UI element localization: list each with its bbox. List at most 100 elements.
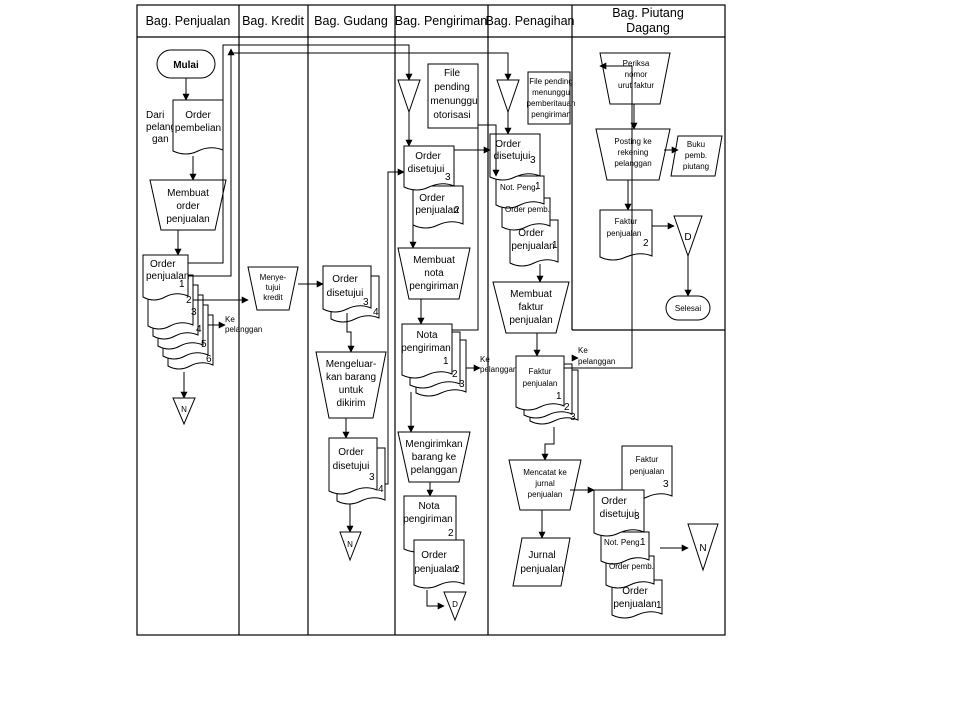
- penagihan-order-penjualan-document: [509, 219, 559, 267]
- lane-title-gudang: Bag. Gudang: [314, 14, 388, 28]
- menyetujui-kredit-line1: Menye-: [260, 273, 287, 282]
- menyetujui-kredit-line3: kredit: [263, 293, 283, 302]
- lane-title-pengiriman: Bag. Pengiriman: [395, 14, 487, 28]
- jurnal-penjualan-ledger: [512, 537, 571, 587]
- penagihan-order-disetujui-line2: disetujui: [494, 151, 531, 162]
- mengirimkan-line1: Mengirimkan: [405, 439, 462, 450]
- penagihan-order-disetujui-copy: 3: [530, 155, 536, 166]
- gudang-order-line2: disetujui: [327, 288, 364, 299]
- buku-line2: pemb.: [685, 151, 707, 160]
- gudang-order2-line1: Order: [338, 447, 364, 458]
- gudang-order2-line2: disetujui: [333, 461, 370, 472]
- order-copy-label-2: 2: [186, 295, 192, 306]
- mengeluarkan-line1: Mengeluar-: [326, 359, 377, 370]
- mencatat-line3: penjualan: [528, 490, 563, 499]
- source-label-line2: pelang-: [146, 122, 179, 133]
- penagihan-order2-line1: Order: [601, 496, 627, 507]
- penagihan-not-peng-copy: 1: [535, 181, 541, 192]
- pengiriman-order-penjualan-document: [412, 185, 464, 229]
- lane-headers: Bag. Penjualan Bag. Kredit Bag. Gudang B…: [146, 6, 684, 35]
- file-pending-pengiriman: [496, 79, 520, 114]
- flow-top-line-to-penagihan: [230, 49, 512, 81]
- flow-gudang-order-to-process: [346, 313, 355, 353]
- order2-line1: Order: [421, 550, 447, 561]
- posting-rekening-process: [595, 128, 671, 181]
- periksa-line1: Periksa: [623, 59, 650, 68]
- periksa-line2: nomor: [625, 70, 648, 79]
- membuat-nota-line1: Membuat: [413, 255, 455, 266]
- membuat-faktur-line1: Membuat: [510, 289, 552, 300]
- penagihan-order3-copy: 1: [656, 600, 662, 611]
- order-pembelian-line1: Order: [185, 110, 211, 121]
- penagihan-not-peng2-document: [600, 531, 650, 565]
- flow-penjualan-to-file-pengiriman: [188, 44, 413, 264]
- file-n-gudang-letter: N: [347, 540, 353, 549]
- penagihan-not-peng2-copy: 1: [640, 537, 646, 548]
- lane-kredit: Menye- tujui kredit: [247, 266, 299, 311]
- source-label-line3: gan: [152, 134, 169, 145]
- nota2-line2: pengiriman: [403, 514, 452, 525]
- penagihan-order3-line2: penjualan: [613, 599, 656, 610]
- file-pending-otorisasi-line4: otorisasi: [433, 110, 470, 121]
- gudang-order-copy-b: 4: [373, 307, 379, 318]
- pengiriman-ke-pelanggan-line2: pelanggan: [480, 365, 517, 374]
- order2-document: [413, 539, 465, 589]
- nota-copy-label-1: 1: [443, 356, 449, 367]
- nota-copy-label-2: 2: [452, 369, 458, 380]
- jurnal-line2: penjualan: [520, 564, 563, 575]
- order2-copy: 2: [454, 564, 460, 575]
- faktur2-copy: 3: [663, 479, 669, 490]
- membuat-order-line3: penjualan: [166, 214, 209, 225]
- file-n-penagihan-letter: N: [699, 543, 706, 554]
- penagihan-order3-document: [611, 579, 663, 619]
- order-penjualan-document: [142, 254, 189, 301]
- posting-line2: rekening: [618, 148, 649, 157]
- penagihan-order2-line2: disetujui: [600, 509, 637, 520]
- penagihan-order-disetujui-line1: Order: [495, 139, 521, 150]
- posting-line3: pelanggan: [614, 159, 651, 168]
- pengiriman-order-penjualan-copy: 2: [454, 205, 460, 216]
- lane-title-penagihan: Bag. Penagihan: [486, 14, 575, 28]
- periksa-line3: urut faktur: [618, 81, 654, 90]
- connectors: [174, 44, 692, 610]
- file-pending-pengiriman-line1: File pending: [529, 77, 573, 86]
- flow-order2-to-file-d: [426, 590, 445, 610]
- membuat-faktur-process: [492, 281, 570, 334]
- penagihan-order-penjualan-line1: Order: [518, 228, 544, 239]
- mencatat-line1: Mencatat ke: [523, 468, 567, 477]
- gudang-order-copy-a: 3: [363, 297, 369, 308]
- nota2-copy: 2: [448, 528, 454, 539]
- membuat-nota-process: [397, 247, 471, 300]
- flow-penjualan-to-file-penagihan: [188, 48, 235, 277]
- mengirimkan-line2: barang ke: [412, 452, 457, 463]
- nota-pengiriman-document: [401, 323, 453, 379]
- file-d-pengiriman: [443, 591, 467, 622]
- file-pending-otorisasi-line1: File: [444, 68, 461, 79]
- lane-title-penjualan: Bag. Penjualan: [146, 14, 231, 28]
- buku-line3: piutang: [683, 162, 709, 171]
- faktur-penjualan-document: [515, 355, 565, 411]
- gudang-order2-copy-b: 4: [378, 484, 384, 495]
- posting-line1: Posting ke: [614, 137, 652, 146]
- pengiriman-order-disetujui-line2: disetujui: [408, 164, 445, 175]
- membuat-nota-line3: pengiriman: [409, 281, 458, 292]
- membuat-order-line1: Membuat: [167, 188, 209, 199]
- faktur-line1: Faktur: [529, 367, 552, 376]
- file-pending-otorisasi-line3: menunggu: [430, 96, 477, 107]
- lane-pengiriman: File pending menunggu otorisasi Order di…: [397, 63, 517, 622]
- file-pending-otorisasi: [397, 79, 421, 114]
- piutang-faktur-line1: Faktur: [615, 217, 638, 226]
- piutang-faktur-line2: penjualan: [607, 229, 642, 238]
- membuat-order-line2: order: [176, 201, 200, 212]
- lane-title-piutang-line2: Dagang: [626, 21, 670, 35]
- file-pending-pengiriman-line3: pemberitauan: [527, 99, 576, 108]
- order2-line2: penjualan: [414, 564, 457, 575]
- membuat-faktur-line3: penjualan: [509, 315, 552, 326]
- penagihan-order-pemb2-document: [605, 555, 655, 589]
- penagihan-not-peng2: Not. Peng.: [604, 538, 642, 547]
- pengiriman-order-disetujui-line1: Order: [415, 151, 441, 162]
- penagihan-order-penjualan-line2: penjualan: [511, 241, 554, 252]
- flow-nota-to-penagihan: [452, 124, 500, 331]
- start-label: Mulai: [173, 60, 199, 71]
- mengeluarkan-line4: dikirim: [337, 398, 366, 409]
